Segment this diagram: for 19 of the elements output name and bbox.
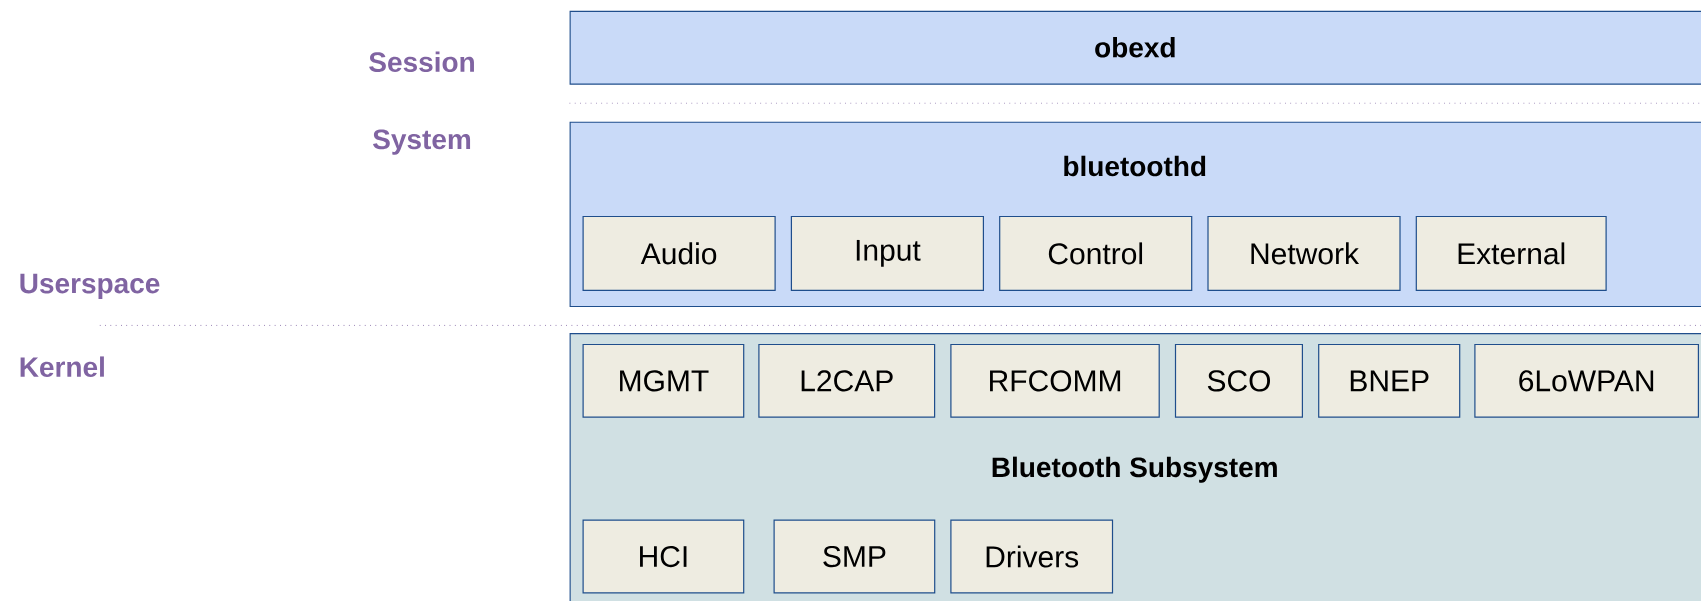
module-box: L2CAP xyxy=(758,343,936,418)
module-box: Drivers xyxy=(950,519,1114,594)
layer-band: obexd xyxy=(569,10,1701,85)
module-box: BNEP xyxy=(1318,343,1461,418)
module-box: 6LoWPAN xyxy=(1474,343,1699,418)
module-box: Control xyxy=(999,215,1193,291)
module-box: SMP xyxy=(773,519,936,594)
module-box: HCI xyxy=(582,519,745,594)
module-box: SCO xyxy=(1174,343,1303,418)
module-box: Audio xyxy=(582,215,776,291)
layer-label: System xyxy=(373,129,471,155)
module-box: External xyxy=(1415,215,1607,291)
layer-label: Kernel xyxy=(20,356,104,377)
module-box: MGMT xyxy=(582,343,745,418)
layer-label: Userspace xyxy=(20,273,160,299)
module-box: Input xyxy=(790,215,984,291)
module-box: Network xyxy=(1207,215,1401,291)
layer-label: Session xyxy=(369,51,474,73)
module-box: RFCOMM xyxy=(950,343,1160,418)
